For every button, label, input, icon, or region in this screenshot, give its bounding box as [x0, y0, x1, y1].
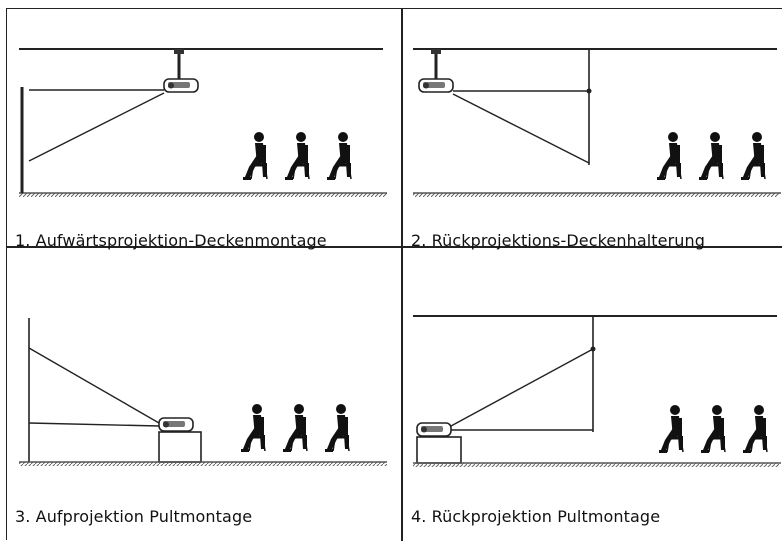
vertical-divider: [401, 9, 403, 541]
projection-beam-bottom: [452, 93, 590, 164]
viewer-icon: [742, 404, 768, 454]
floor-line: [19, 193, 387, 197]
projector-icon: [416, 422, 452, 437]
floor-line: [19, 462, 387, 466]
projection-beam-top: [450, 348, 594, 427]
projector-icon: [163, 78, 199, 93]
viewer-icon: [656, 131, 682, 181]
diagram-grid: 1. Aufwärtsprojektion-Deckenmontage 2. R…: [6, 8, 782, 541]
illustration-front-desk: [19, 318, 387, 466]
viewer-icon: [326, 131, 352, 181]
projection-beam-bottom: [28, 422, 160, 427]
caption-rear-ceiling: 2. Rückprojektions-Deckenhalterung: [411, 231, 706, 250]
viewer-icon: [658, 404, 684, 454]
illustration-front-ceiling: [19, 48, 387, 197]
caption-rear-desk: 4. Rückprojektion Pultmontage: [411, 507, 661, 526]
desk: [416, 436, 462, 464]
floor-line: [413, 193, 779, 197]
projector-icon: [418, 78, 454, 93]
projection-beam-bottom: [28, 92, 165, 162]
panel-front-desk: 3. Aufprojektion Pultmontage: [7, 248, 401, 541]
viewer-icon: [284, 131, 310, 181]
illustration-rear-desk: [413, 315, 781, 467]
viewer-icon: [698, 131, 724, 181]
illustration-rear-ceiling: [413, 48, 781, 197]
caption-front-ceiling: 1. Aufwärtsprojektion-Deckenmontage: [15, 231, 327, 250]
desk: [158, 431, 202, 463]
ceiling-mount: [174, 49, 184, 54]
viewer-icon: [242, 131, 268, 181]
ceiling-mount: [431, 49, 441, 54]
panel-rear-ceiling: 2. Rückprojektions-Deckenhalterung: [403, 9, 782, 250]
viewer-icon: [324, 403, 350, 453]
horizontal-divider: [7, 246, 782, 248]
projector-icon: [158, 417, 194, 432]
viewer-icon: [240, 403, 266, 453]
projection-beam-top: [28, 347, 160, 424]
panel-rear-desk: 4. Rückprojektion Pultmontage: [403, 248, 782, 541]
panel-front-ceiling: 1. Aufwärtsprojektion-Deckenmontage: [7, 9, 401, 250]
viewer-icon: [740, 131, 766, 181]
viewer-icon: [282, 403, 308, 453]
caption-front-desk: 3. Aufprojektion Pultmontage: [15, 507, 253, 526]
floor-line: [413, 463, 779, 467]
viewer-icon: [700, 404, 726, 454]
